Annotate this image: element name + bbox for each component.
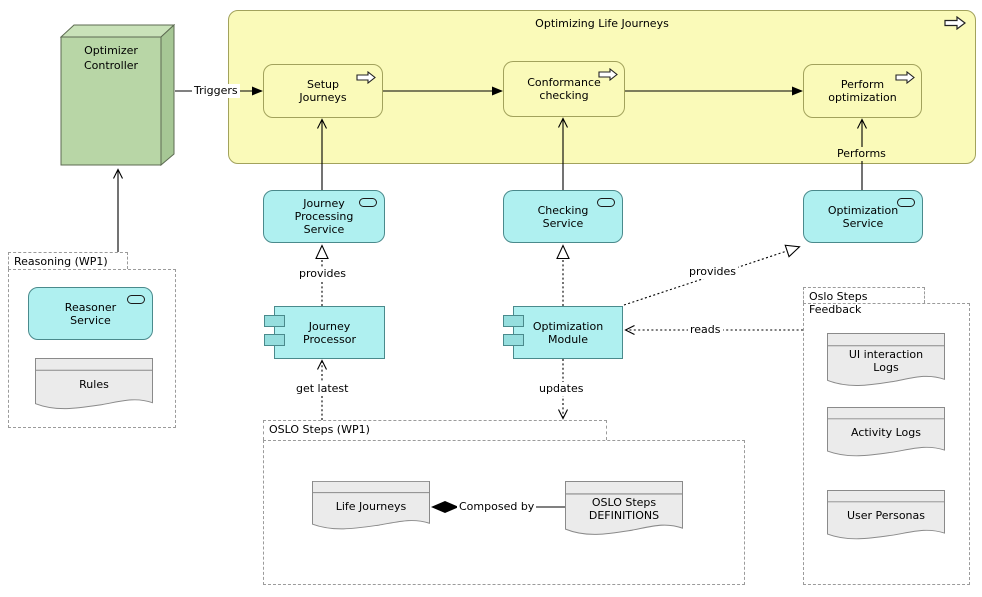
relation-label-updates: updates [537, 382, 586, 396]
service-reasoner[interactable]: Reasoner Service [28, 287, 153, 340]
node-label: Optimizer Controller [83, 44, 139, 72]
service-icon [127, 295, 145, 304]
component-label: Journey Processor [303, 319, 356, 346]
artifact-shape [35, 358, 153, 410]
group-feedback-body[interactable] [803, 303, 970, 585]
process-arrow-icon [598, 68, 618, 81]
service-label: Optimization Service [827, 203, 899, 230]
group-reasoning-body[interactable] [8, 269, 176, 428]
relation-label-performs: Performs [835, 147, 888, 161]
artifact-oslo-steps-definitions[interactable]: OSLO Steps DEFINITIONS [565, 481, 683, 539]
service-label: Journey Processing Service [294, 197, 354, 236]
component-port-icon [503, 315, 524, 327]
component-port-icon [264, 315, 285, 327]
artifact-activity-logs[interactable]: Activity Logs [827, 407, 945, 460]
process-perform-optimization[interactable]: Perform optimization [803, 64, 922, 118]
process-conformance-checking[interactable]: Conformance checking [503, 61, 625, 117]
process-label: Conformance checking [527, 76, 601, 102]
relation-label-composed-by: Composed by [457, 500, 537, 514]
service-icon [359, 198, 377, 207]
artifact-shape [565, 481, 683, 535]
artifact-shape [827, 490, 945, 540]
relation-label-triggers: Triggers [192, 84, 240, 98]
group-reasoning-tab[interactable]: Reasoning (WP1) [8, 252, 128, 269]
artifact-label: Life Journeys [335, 499, 407, 513]
artifact-shape [827, 333, 945, 386]
component-journey-processor[interactable]: Journey Processor [264, 306, 385, 359]
component-port-icon [503, 334, 524, 346]
service-journey-processing[interactable]: Journey Processing Service [263, 190, 385, 243]
relation-label-reads: reads [688, 323, 723, 337]
group-feedback-tab[interactable]: Oslo Steps Feedback [803, 287, 925, 316]
artifact-label: Rules [79, 378, 109, 391]
artifact-label: Activity Logs [850, 426, 921, 439]
service-optimization[interactable]: Optimization Service [803, 190, 923, 243]
service-label: Checking Service [537, 203, 589, 230]
process-arrow-icon [895, 71, 915, 84]
component-port-icon [264, 334, 285, 346]
service-icon [897, 198, 915, 207]
process-label: Perform optimization [828, 78, 897, 104]
artifact-shape [312, 481, 430, 530]
process-arrow-icon [944, 16, 966, 30]
service-checking[interactable]: Checking Service [503, 190, 623, 243]
component-label: Optimization Module [532, 319, 604, 346]
group-oslo-steps-tab[interactable]: OSLO Steps (WP1) [263, 420, 607, 440]
relation-label-get-latest: get latest [294, 382, 351, 396]
artifact-label: UI interaction Logs [848, 347, 924, 374]
process-arrow-icon [356, 71, 376, 84]
artifact-shape [827, 407, 945, 457]
artifact-user-personas[interactable]: User Personas [827, 490, 945, 543]
artifact-label: User Personas [846, 509, 925, 522]
service-label: Reasoner Service [64, 300, 117, 327]
node-optimizer-controller[interactable]: Optimizer Controller [59, 23, 176, 167]
group-oslo-steps-body[interactable] [263, 440, 745, 585]
service-icon [597, 198, 615, 207]
node-3d-shape [59, 23, 176, 167]
process-setup-journeys[interactable]: Setup Journeys [263, 64, 383, 118]
artifact-ui-interaction-logs[interactable]: UI interaction Logs [827, 333, 945, 390]
artifact-rules[interactable]: Rules [35, 358, 153, 413]
process-label: Setup Journeys [299, 78, 347, 104]
component-optimization-module[interactable]: Optimization Module [503, 306, 623, 359]
artifact-label: OSLO Steps DEFINITIONS [588, 496, 660, 522]
relation-label-provides-optimization: provides [687, 265, 739, 279]
artifact-life-journeys[interactable]: Life Journeys [312, 481, 430, 533]
relation-label-provides-journey: provides [297, 267, 349, 281]
container-title: Optimizing Life Journeys [535, 17, 669, 30]
